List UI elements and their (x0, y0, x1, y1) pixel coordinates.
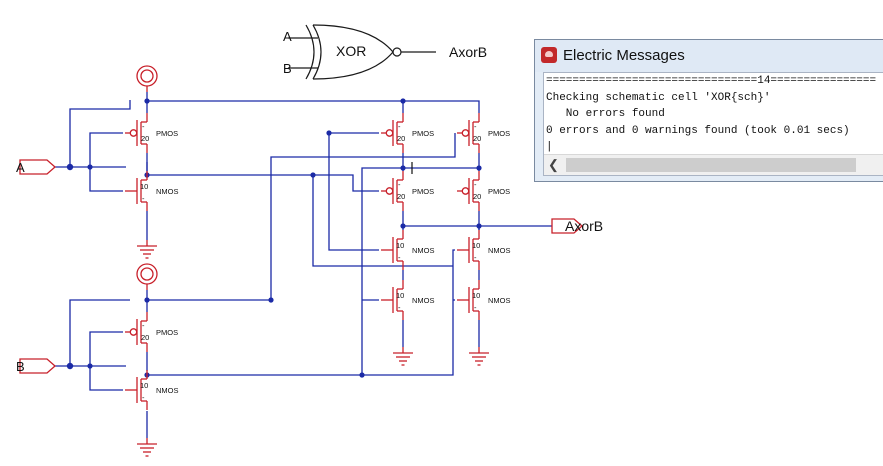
xor-input-a-label: A (283, 29, 292, 44)
svg-text:-: - (142, 122, 145, 131)
scrollbar-thumb[interactable] (566, 158, 856, 172)
pmos-transistor[interactable]: - 20 PMOS (124, 112, 178, 154)
ground-symbol-1[interactable] (136, 239, 158, 259)
svg-text:-: - (474, 303, 477, 312)
ground-symbol-4[interactable] (468, 346, 490, 366)
nmos-transistor[interactable]: 10 - NMOS (124, 369, 179, 411)
xor-input-b-label: B (283, 61, 292, 76)
pmos-transistor[interactable]: - 20 PMOS (124, 311, 178, 353)
svg-text:NMOS: NMOS (488, 296, 511, 305)
svg-text:-: - (474, 253, 477, 262)
horizontal-scrollbar[interactable]: ❮ (544, 154, 883, 175)
svg-text:-: - (474, 180, 477, 189)
nmos-transistor[interactable]: 10 - NMOS (124, 170, 179, 212)
port-a-label: A (16, 160, 25, 175)
messages-title-bar[interactable]: Electric Messages (535, 40, 883, 72)
svg-text:20: 20 (473, 134, 481, 143)
svg-text:NMOS: NMOS (488, 246, 511, 255)
xor-gate-symbol[interactable]: A B XOR AxorB (283, 24, 487, 80)
pmos-transistor[interactable]: - 20 PMOS (380, 112, 434, 154)
ground-symbol-3[interactable] (392, 346, 414, 366)
messages-log[interactable]: ================================14======… (543, 72, 883, 176)
scroll-left-arrow-icon[interactable]: ❮ (548, 157, 559, 172)
app-icon (541, 47, 557, 63)
port-out-label: AxorB (565, 218, 603, 234)
log-line: ================================14======… (546, 75, 877, 87)
nmos-transistor[interactable]: 10 - NMOS (456, 229, 511, 271)
svg-text:-: - (398, 253, 401, 262)
output-port-axorb[interactable]: AxorB (551, 218, 603, 234)
svg-text:-: - (398, 303, 401, 312)
svg-text:10: 10 (472, 241, 480, 250)
xor-gate-label: XOR (336, 43, 366, 59)
nmos-transistor[interactable]: 10 - NMOS (456, 279, 511, 321)
pmos-transistor[interactable]: - 20 PMOS (380, 170, 434, 212)
svg-text:NMOS: NMOS (412, 246, 435, 255)
log-line: Checking schematic cell 'XOR{sch}' (546, 91, 771, 104)
svg-text:PMOS: PMOS (488, 187, 510, 196)
svg-text:-: - (142, 393, 145, 402)
svg-text:PMOS: PMOS (156, 129, 178, 138)
svg-text:10: 10 (396, 241, 404, 250)
vdd-symbol-top[interactable] (136, 65, 158, 93)
messages-title: Electric Messages (563, 47, 685, 64)
svg-text:20: 20 (397, 192, 405, 201)
port-b-label: B (16, 359, 25, 374)
svg-text:20: 20 (141, 333, 149, 342)
xor-output-label: AxorB (449, 44, 487, 60)
text-cursor: | (546, 141, 553, 153)
svg-text:NMOS: NMOS (412, 296, 435, 305)
wire-junctions (66, 98, 482, 378)
svg-text:-: - (142, 194, 145, 203)
wire-network[interactable] (55, 92, 552, 438)
svg-text:PMOS: PMOS (488, 129, 510, 138)
pmos-transistor[interactable]: - 20 PMOS (456, 170, 510, 212)
input-port-b[interactable]: B (16, 358, 56, 374)
nmos-transistor[interactable]: 10 - NMOS (380, 279, 435, 321)
svg-text:-: - (142, 321, 145, 330)
pmos-transistor[interactable]: - 20 PMOS (456, 112, 510, 154)
svg-text:-: - (474, 122, 477, 131)
svg-text:NMOS: NMOS (156, 187, 179, 196)
svg-text:20: 20 (473, 192, 481, 201)
svg-text:20: 20 (141, 134, 149, 143)
log-line: No errors found (546, 108, 665, 120)
input-port-a[interactable]: A (16, 159, 56, 175)
svg-text:NMOS: NMOS (156, 386, 179, 395)
log-line: 0 errors and 0 warnings found (took 0.01… (546, 124, 850, 137)
svg-text:PMOS: PMOS (156, 328, 178, 337)
svg-text:-: - (398, 180, 401, 189)
svg-text:10: 10 (140, 182, 148, 191)
svg-text:PMOS: PMOS (412, 129, 434, 138)
svg-text:10: 10 (396, 291, 404, 300)
ground-symbol-2[interactable] (136, 437, 158, 457)
svg-text:10: 10 (140, 381, 148, 390)
svg-text:10: 10 (472, 291, 480, 300)
svg-text:PMOS: PMOS (412, 187, 434, 196)
nmos-transistor[interactable]: 10 - NMOS (380, 229, 435, 271)
vdd-symbol-bottom[interactable] (136, 263, 158, 291)
messages-window[interactable]: Electric Messages ======================… (534, 39, 883, 182)
svg-text:20: 20 (397, 134, 405, 143)
svg-text:-: - (398, 122, 401, 131)
